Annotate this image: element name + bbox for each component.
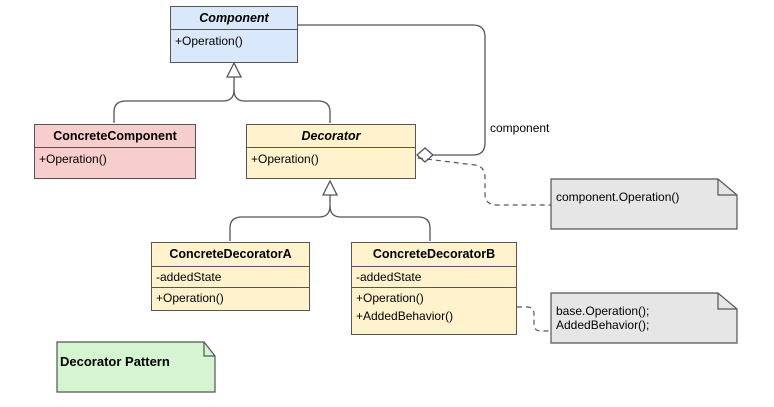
class-component-name: Component xyxy=(171,7,297,30)
class-concrete-decorator-b-name: ConcreteDecoratorB xyxy=(352,243,516,267)
operation: +AddedBehavior() xyxy=(356,309,454,323)
note-line: component.Operation() xyxy=(556,190,680,204)
note-link-decorator-b xyxy=(517,306,551,332)
class-concrete-decorator-b-operations: +Operation() +AddedBehavior() xyxy=(352,287,516,326)
note-base-operation[interactable]: base.Operation(); AddedBehavior(); xyxy=(556,304,649,332)
class-concrete-decorator-a-name: ConcreteDecoratorA xyxy=(152,243,309,267)
attribute: -addedState xyxy=(356,270,422,284)
operation: +Operation() xyxy=(39,152,107,166)
inheritance-line-decorator-b xyxy=(329,205,431,241)
class-concrete-decorator-a[interactable]: ConcreteDecoratorA -addedState +Operatio… xyxy=(151,242,310,311)
class-component[interactable]: Component +Operation() xyxy=(170,6,298,63)
class-decorator-operations: +Operation() xyxy=(247,148,415,170)
class-concrete-decorator-b[interactable]: ConcreteDecoratorB -addedState +Operatio… xyxy=(351,242,517,335)
class-decorator[interactable]: Decorator +Operation() xyxy=(246,124,416,179)
note-fold-component-operation xyxy=(717,179,737,196)
note-shape-base-operation xyxy=(550,292,738,344)
class-decorator-name: Decorator xyxy=(247,125,415,148)
title-note-fold xyxy=(203,342,215,357)
operation: +Operation() xyxy=(156,291,224,305)
class-component-operations: +Operation() xyxy=(171,30,297,52)
class-concrete-decorator-a-operations: +Operation() xyxy=(152,287,309,308)
class-concrete-component-name: ConcreteComponent xyxy=(35,125,195,148)
class-concrete-component-operations: +Operation() xyxy=(35,148,195,170)
inheritance-arrowhead-decorator xyxy=(321,179,339,196)
note-shape-component-operation xyxy=(550,178,738,230)
note-line: AddedBehavior(); xyxy=(556,318,650,332)
aggregation-line-component xyxy=(298,24,486,156)
class-concrete-component[interactable]: ConcreteComponent +Operation() xyxy=(34,124,196,179)
operation: +Operation() xyxy=(175,34,243,48)
inheritance-line-decorator-a xyxy=(229,194,331,241)
inheritance-arrowhead-component xyxy=(225,61,243,78)
attribute: -addedState xyxy=(156,270,222,284)
association-label-component: component xyxy=(490,121,550,135)
inheritance-line-decorator xyxy=(233,89,331,123)
inheritance-line-concrete-component xyxy=(113,76,235,123)
diagram-title: Decorator Pattern xyxy=(60,354,170,369)
operation: +Operation() xyxy=(251,152,319,166)
class-concrete-decorator-a-attributes: -addedState xyxy=(152,267,309,287)
class-concrete-decorator-b-attributes: -addedState xyxy=(352,267,516,287)
note-line: base.Operation(); xyxy=(556,304,650,318)
note-link-decorator xyxy=(417,157,551,206)
note-component-operation[interactable]: component.Operation() xyxy=(556,190,679,204)
title-note-shape xyxy=(56,341,216,393)
note-fold-base-operation xyxy=(717,293,737,310)
operation: +Operation() xyxy=(356,291,424,305)
